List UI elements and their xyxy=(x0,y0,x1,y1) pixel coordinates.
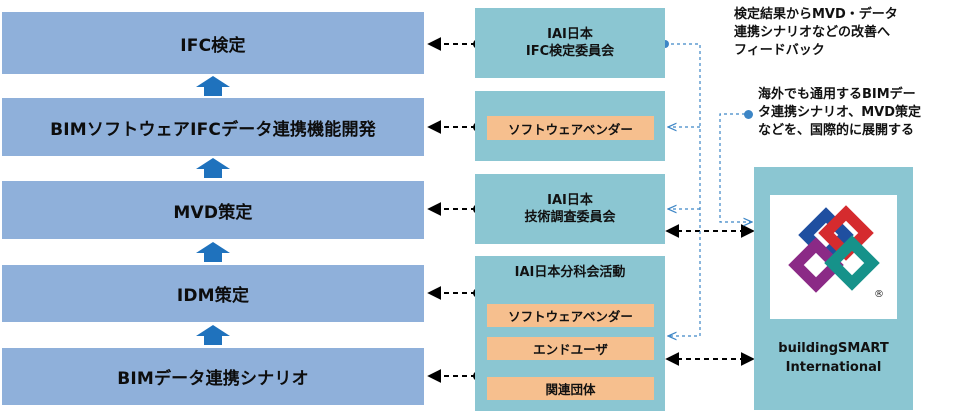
step-label: BIMソフトウェアIFCデータ連携機能開発 xyxy=(50,119,376,140)
up-arrow-icon xyxy=(196,242,230,262)
international-line xyxy=(719,113,752,222)
buildingsmart-international-box: ® buildingSMART International xyxy=(754,167,913,410)
step-label: IFC検定 xyxy=(180,35,246,56)
buildingsmart-name: buildingSMART International xyxy=(754,339,913,377)
logo-graphic: ® xyxy=(788,205,884,300)
org-line1: IAI日本 xyxy=(547,193,593,208)
subcommittee-tag-related: 関連団体 xyxy=(487,377,654,400)
international-note-bullet xyxy=(744,110,753,119)
tag-label: ソフトウェアベンダー xyxy=(508,309,633,324)
ifc-certification-committee: IAI日本 IFC検定委員会 xyxy=(475,8,665,78)
buildingsmart-logo-icon: ® xyxy=(770,195,897,319)
step-label: MVD策定 xyxy=(173,202,253,223)
software-vendor-tag: ソフトウェアベンダー xyxy=(487,116,654,140)
org-line2: 技術調査委員会 xyxy=(524,210,616,225)
step-software-development: BIMソフトウェアIFCデータ連携機能開発 xyxy=(2,98,424,156)
tag-label: ソフトウェアベンダー xyxy=(508,121,633,137)
bsi-name-line1: buildingSMART xyxy=(778,341,889,356)
step-label: IDM策定 xyxy=(176,286,250,306)
up-arrow-icon xyxy=(196,76,230,96)
bsi-connectors xyxy=(665,224,755,366)
feedback-lines xyxy=(661,40,701,336)
technical-survey-committee: IAI日本 技術調査委員会 xyxy=(475,174,665,244)
up-arrow-icon xyxy=(196,158,230,178)
step-label: BIMデータ連携シナリオ xyxy=(117,369,309,389)
step-data-scenario: BIMデータ連携シナリオ xyxy=(2,348,424,405)
feedback-note: 検定結果からMVD・データ 連携シナリオなどの改善へ フィードバック xyxy=(734,7,898,58)
registered-mark: ® xyxy=(874,289,884,300)
tag-label: エンドユーザ xyxy=(533,342,608,357)
step-ifc-certification: IFC検定 xyxy=(2,12,424,74)
international-note: 海外でも通用するBIMデー タ連携シナリオ、MVD策定 などを、国際的に展開する xyxy=(758,87,922,138)
step-mvd: MVD策定 xyxy=(2,181,424,239)
subcommittee-title: IAI日本分科会活動 xyxy=(514,265,626,280)
subcommittee-tag-vendor: ソフトウェアベンダー xyxy=(487,304,654,327)
subcommittee-tag-enduser: エンドユーザ xyxy=(487,337,654,360)
step-idm: IDM策定 xyxy=(2,265,424,322)
bsi-name-line2: International xyxy=(785,360,882,375)
step-connectors xyxy=(427,37,476,383)
up-arrow-icon xyxy=(196,325,230,345)
org-line2: IFC検定委員会 xyxy=(525,44,615,59)
org-line1: IAI日本 xyxy=(547,27,593,42)
tag-label: 関連団体 xyxy=(545,382,596,397)
